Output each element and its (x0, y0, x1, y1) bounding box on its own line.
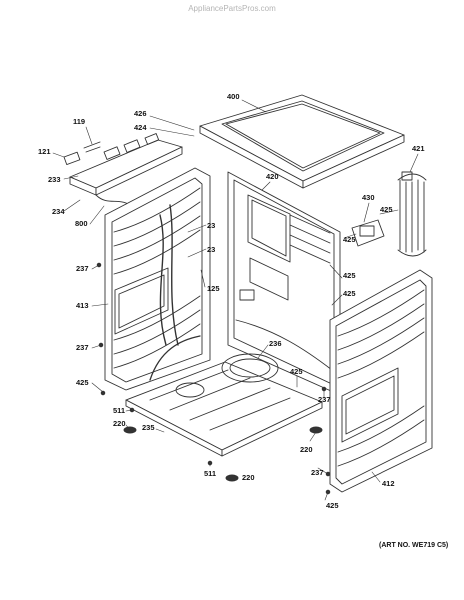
callout-511-b: 511 (204, 469, 217, 478)
callout-430: 430 (362, 193, 375, 202)
callout-425-c: 425 (343, 271, 356, 280)
watermark-text: AppliancePartsPros.com (188, 4, 276, 13)
callout-237-d: 237 (311, 468, 324, 477)
top-panel (199, 94, 405, 189)
callout-425-b: 425 (343, 235, 356, 244)
leader-lines (52, 99, 419, 501)
callout-425-a: 425 (380, 205, 393, 214)
base-assembly (125, 335, 323, 457)
callout-233: 233 (48, 175, 61, 184)
callout-425-f: 425 (290, 367, 303, 376)
callout-426: 426 (134, 109, 147, 118)
heater-assembly (351, 171, 427, 257)
callout-121: 121 (38, 147, 51, 156)
art-number: (ART NO. WE719 C5) (379, 542, 449, 549)
callout-421: 421 (412, 144, 425, 153)
callout-511-a: 511 (113, 406, 126, 415)
callout-237-a: 237 (76, 264, 89, 273)
callout-424: 424 (134, 123, 147, 132)
rear-panel (227, 171, 341, 396)
control-board (63, 133, 183, 206)
callout-220-b: 220 (300, 445, 313, 454)
callout-425-e: 425 (76, 378, 89, 387)
callout-425-d: 425 (343, 289, 356, 298)
callout-237-b: 237 (76, 343, 89, 352)
callout-420: 420 (266, 172, 279, 181)
callout-236: 236 (269, 339, 282, 348)
callout-119: 119 (73, 117, 86, 126)
callout-400: 400 (227, 92, 240, 101)
callout-220-a: 220 (113, 419, 126, 428)
callout-125: 125 (207, 284, 220, 293)
callout-413: 413 (76, 301, 89, 310)
callout-23-b: 23 (207, 245, 216, 254)
callout-220-c: 220 (242, 473, 255, 482)
callout-234: 234 (52, 207, 65, 216)
callout-412: 412 (382, 479, 395, 488)
callout-425-g: 425 (326, 501, 339, 510)
callout-235: 235 (142, 423, 155, 432)
left-side-panel (104, 167, 211, 391)
callout-800: 800 (75, 219, 88, 228)
right-side-panel (329, 269, 433, 493)
callout-23-a: 23 (207, 221, 216, 230)
callout-237-c: 237 (318, 395, 331, 404)
